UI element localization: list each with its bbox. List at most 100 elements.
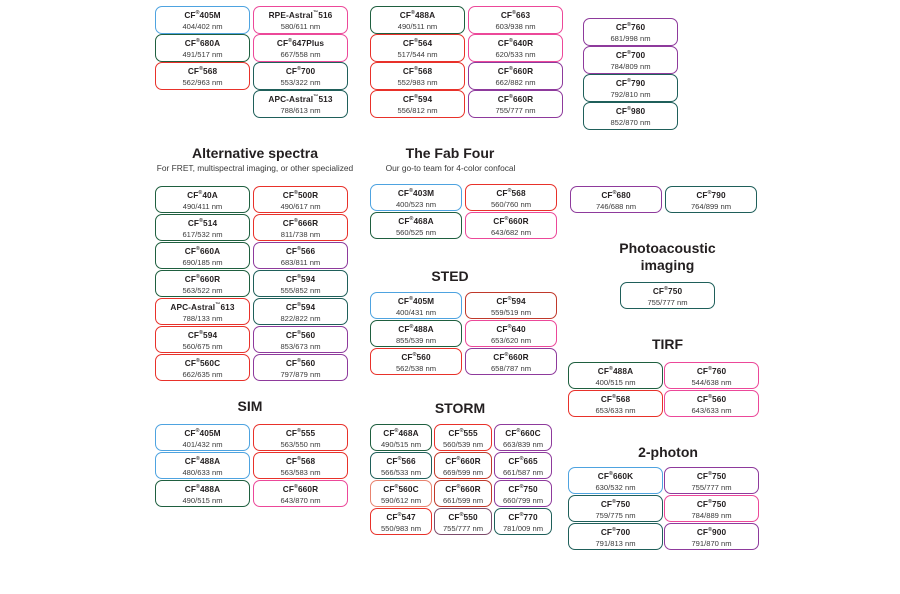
dye-name: CF®660C [505,428,541,438]
dye-name: CF®790 [615,78,646,88]
dye-spectra: 784/809 nm [610,61,651,71]
dye-name: CF®594 [285,274,316,284]
dye-name: APC-Astral™613 [170,302,235,312]
trademark-symbol: ® [456,456,461,463]
dye-spectra: 560/760 nm [490,199,532,209]
dye-spectra: 746/688 nm [595,201,637,211]
dye-spectra: 491/517 nm [182,49,223,59]
trademark-symbol: ® [504,352,509,359]
dye-spectra: 661/587 nm [502,467,544,477]
dye-name: CF®405M [184,428,221,438]
trademark-symbol: ® [195,428,200,435]
heading-sted: STED [431,268,469,284]
dye-name: CF®660R [445,484,481,494]
trademark-symbol: ™ [215,302,221,309]
trademark-symbol: ® [507,296,512,303]
trademark-symbol: ® [397,512,402,519]
dye-name: CF®560 [401,352,431,362]
dye-spectra: 490/515 nm [380,439,422,449]
trademark-symbol: ® [627,106,632,113]
trademark-symbol: ® [612,499,617,506]
dye-name: CF®514 [187,218,218,228]
trademark-symbol: ® [196,484,200,491]
dye-spectra: 560/525 nm [395,227,437,237]
trademark-symbol: ® [196,358,200,365]
